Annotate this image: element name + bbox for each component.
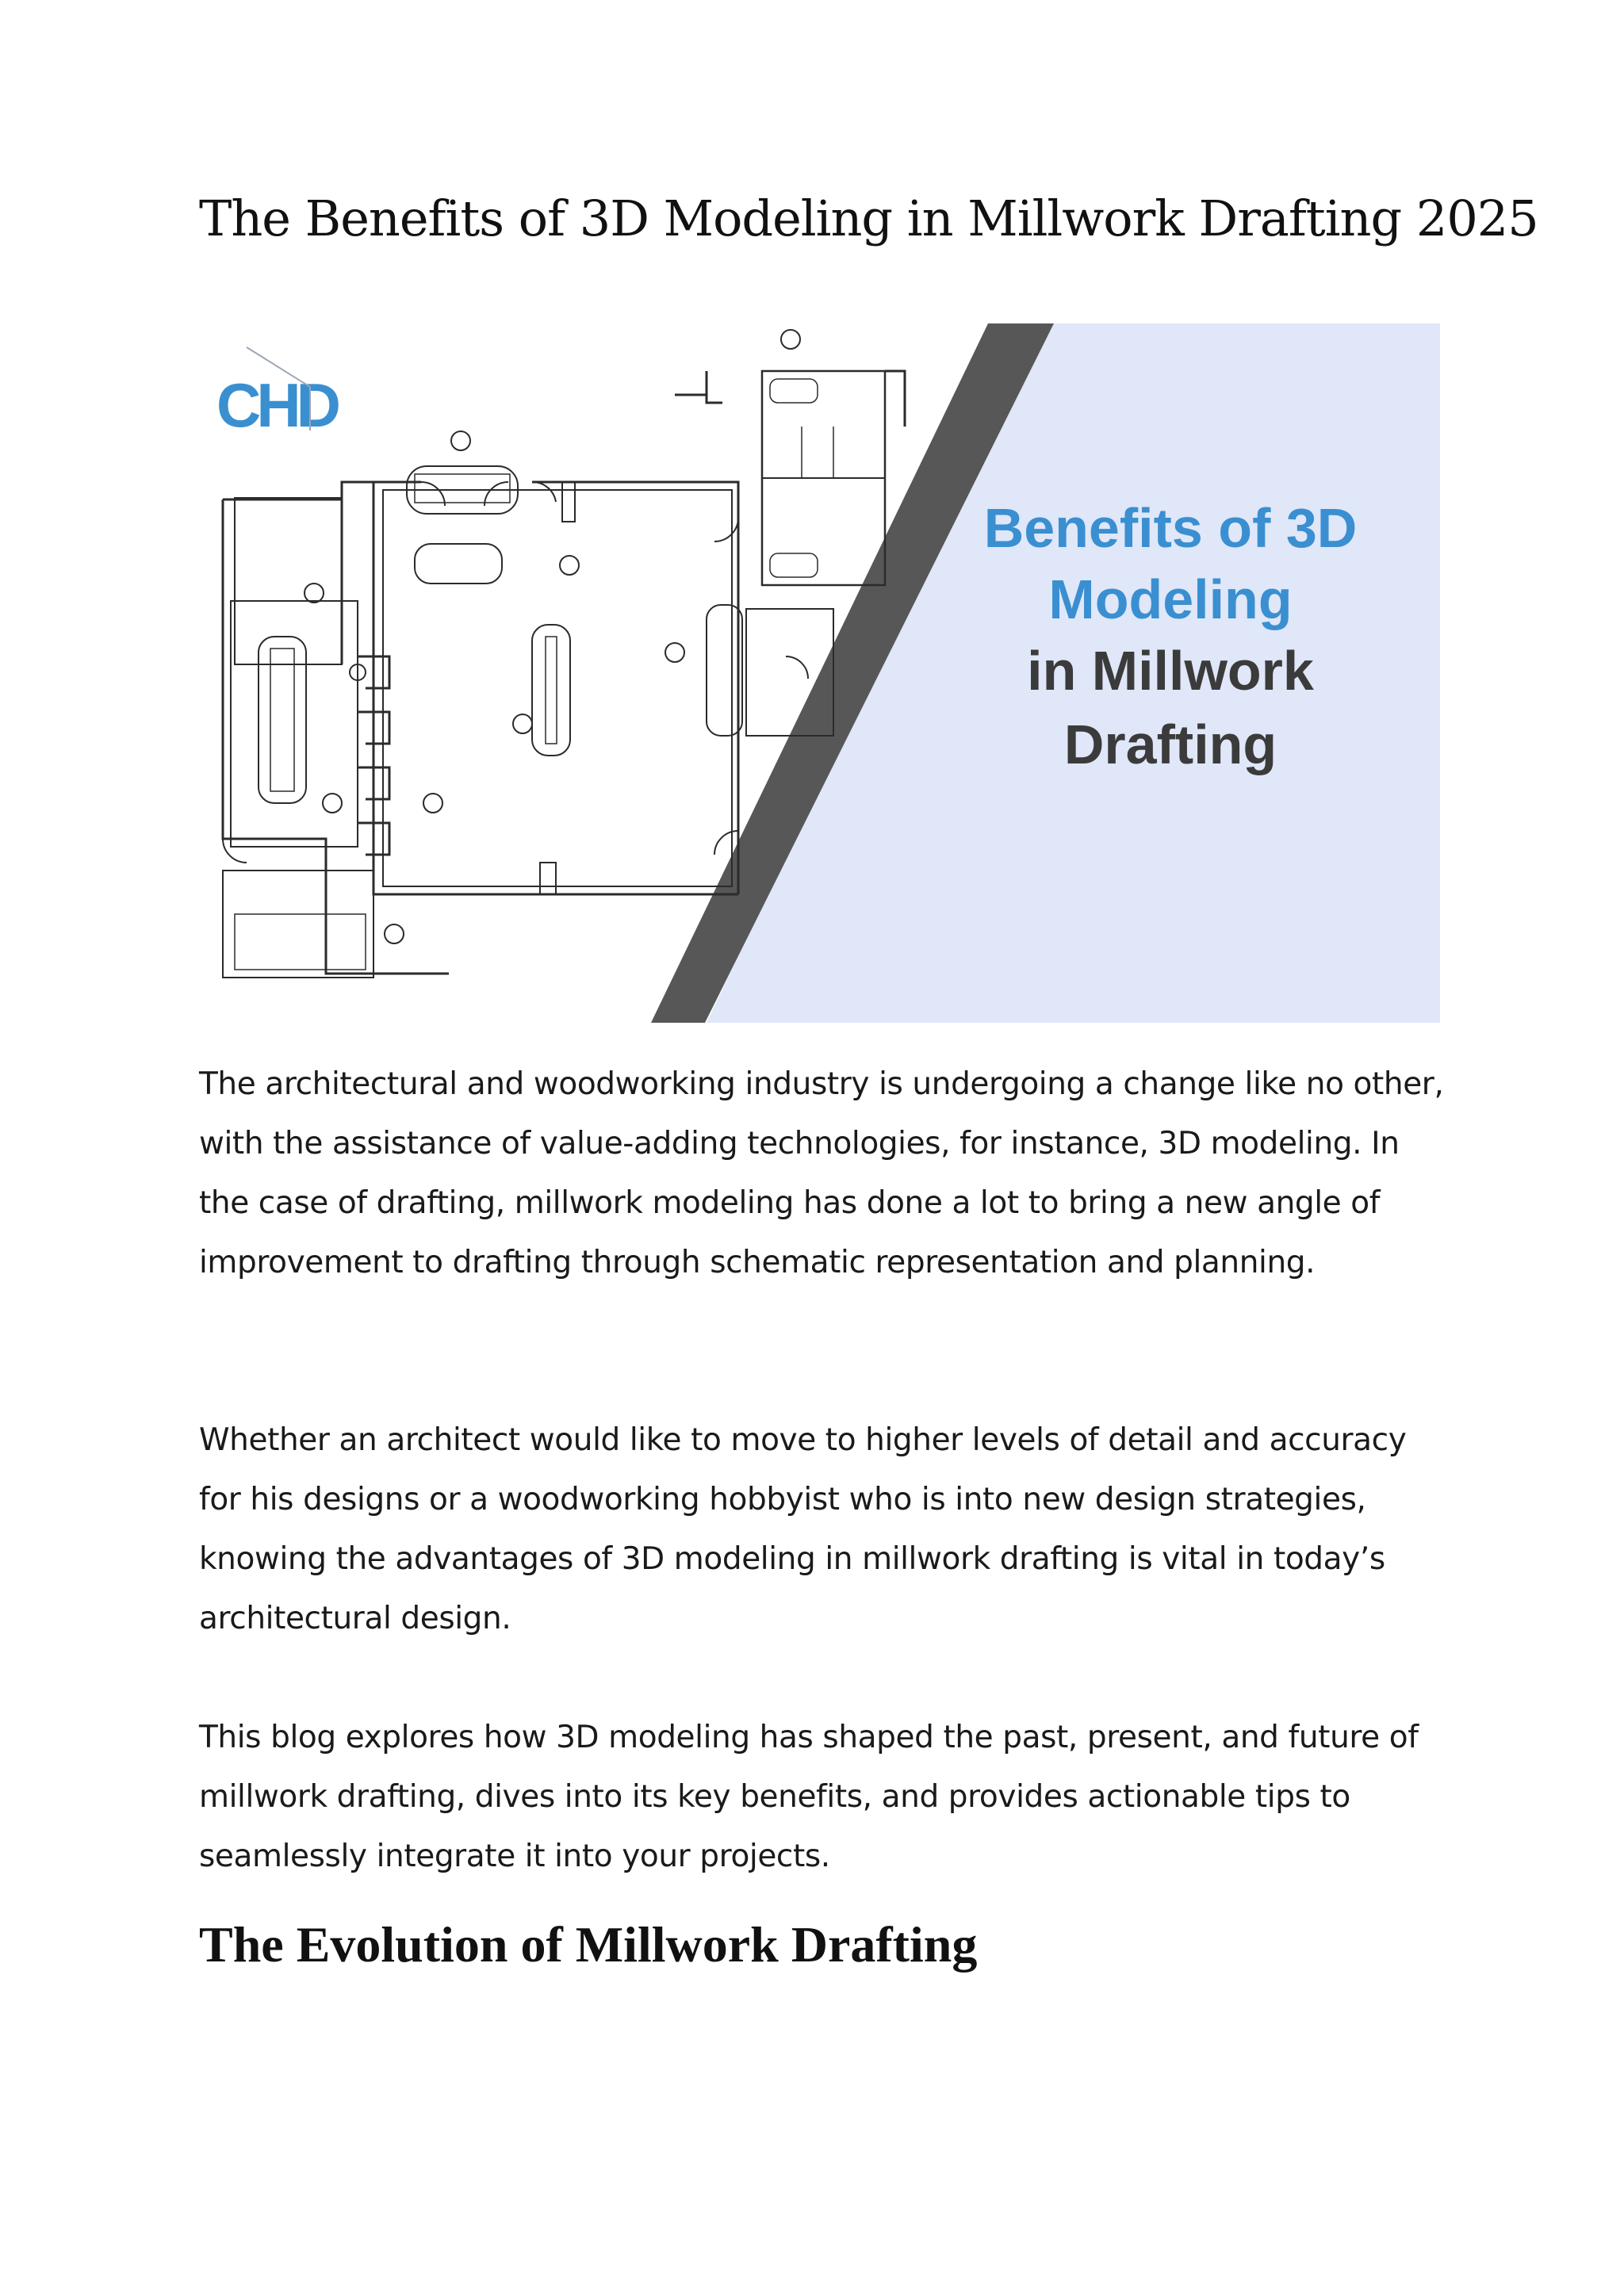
intro-paragraph-1: The architectural and woodworking indust… <box>199 1066 1444 1280</box>
chd-logo: CHD <box>216 346 344 440</box>
section-heading: The Evolution of Millwork Drafting <box>199 1916 978 1973</box>
diagonal-stripe <box>651 323 1054 1023</box>
banner-line-2: Modeling <box>1048 568 1292 630</box>
banner-line-1: Benefits of 3D <box>984 497 1358 559</box>
banner-text: Benefits of 3D Modeling in Millwork Draf… <box>984 497 1358 775</box>
page-title: The Benefits of 3D Modeling in Millwork … <box>199 189 1539 247</box>
intro-paragraph-2: Whether an architect would like to move … <box>199 1422 1407 1636</box>
floor-plan-drawing <box>221 329 906 978</box>
hero-image: CHD Benefits of 3D Modeling in Millwork … <box>199 323 1440 1023</box>
banner-line-4: Drafting <box>1064 714 1277 775</box>
banner-line-3: in Millwork <box>1027 640 1314 702</box>
intro-paragraph-3: This blog explores how 3D modeling has s… <box>199 1720 1419 1874</box>
floor-plan-banner: CHD Benefits of 3D Modeling in Millwork … <box>216 323 1440 1023</box>
svg-text:CHD: CHD <box>216 370 339 440</box>
banner-panel <box>707 323 1440 1023</box>
